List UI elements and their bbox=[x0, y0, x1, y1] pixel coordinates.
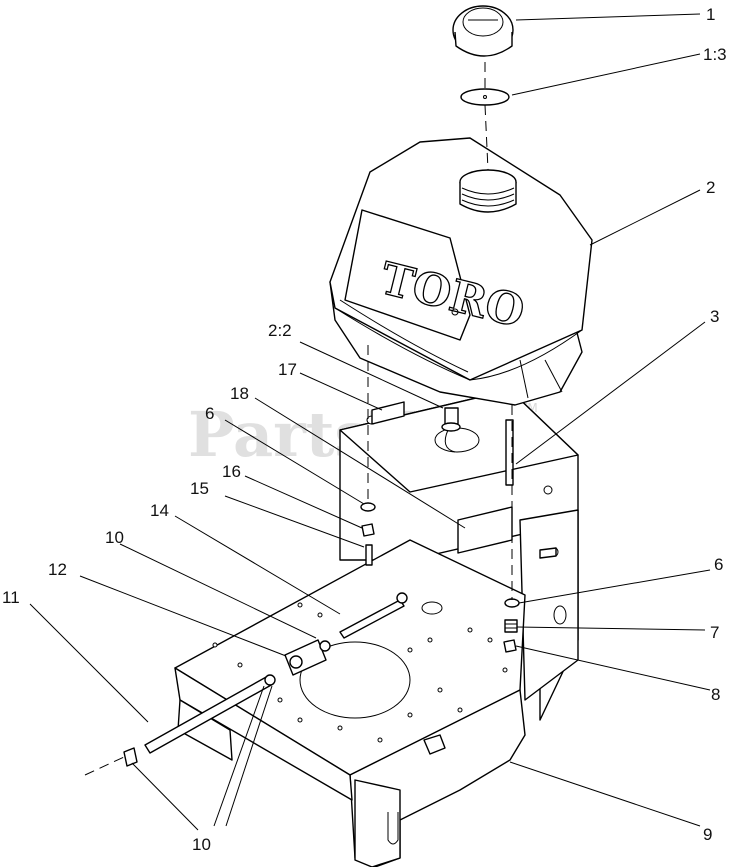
callout-8: 8 bbox=[711, 685, 720, 704]
fuel-tank: TORO bbox=[329, 137, 593, 406]
cap-gasket bbox=[460, 88, 510, 106]
callout-11: 11 bbox=[2, 588, 20, 607]
nut-left bbox=[361, 523, 375, 537]
callout-1-3: 1:3 bbox=[703, 45, 727, 64]
clamp-a bbox=[264, 674, 276, 686]
bolt-left bbox=[365, 544, 373, 566]
stud bbox=[505, 419, 514, 486]
callout-14: 14 bbox=[150, 501, 169, 520]
callout-2: 2 bbox=[706, 178, 715, 197]
callout-10-upper: 10 bbox=[105, 528, 124, 547]
callout-16: 16 bbox=[222, 462, 241, 481]
fuel-cap bbox=[452, 5, 514, 57]
callout-3: 3 bbox=[710, 307, 719, 326]
fuel-line-upper bbox=[339, 599, 405, 639]
spring bbox=[504, 619, 518, 633]
clamp-b bbox=[123, 747, 138, 767]
callout-2-2: 2:2 bbox=[268, 321, 292, 340]
grommet-fitting bbox=[441, 407, 461, 453]
washer-right bbox=[504, 598, 520, 608]
callout-6-left: 6 bbox=[205, 404, 214, 423]
callout-12: 12 bbox=[48, 560, 67, 579]
callout-6-right: 6 bbox=[714, 555, 723, 574]
callout-18: 18 bbox=[230, 384, 249, 403]
callout-labels: 1 1:3 2 3 2:2 17 18 6 16 15 14 10 12 11 … bbox=[2, 5, 727, 854]
callout-9: 9 bbox=[703, 825, 712, 844]
leader-lines bbox=[29, 13, 711, 831]
callout-1: 1 bbox=[706, 5, 715, 24]
callout-15: 15 bbox=[190, 479, 209, 498]
fuel-filter bbox=[284, 639, 331, 676]
washer-left bbox=[360, 502, 376, 512]
callout-10-lower: 10 bbox=[192, 835, 211, 854]
callout-7: 7 bbox=[710, 623, 719, 642]
callout-17: 17 bbox=[278, 360, 297, 379]
nut-right bbox=[503, 639, 517, 653]
